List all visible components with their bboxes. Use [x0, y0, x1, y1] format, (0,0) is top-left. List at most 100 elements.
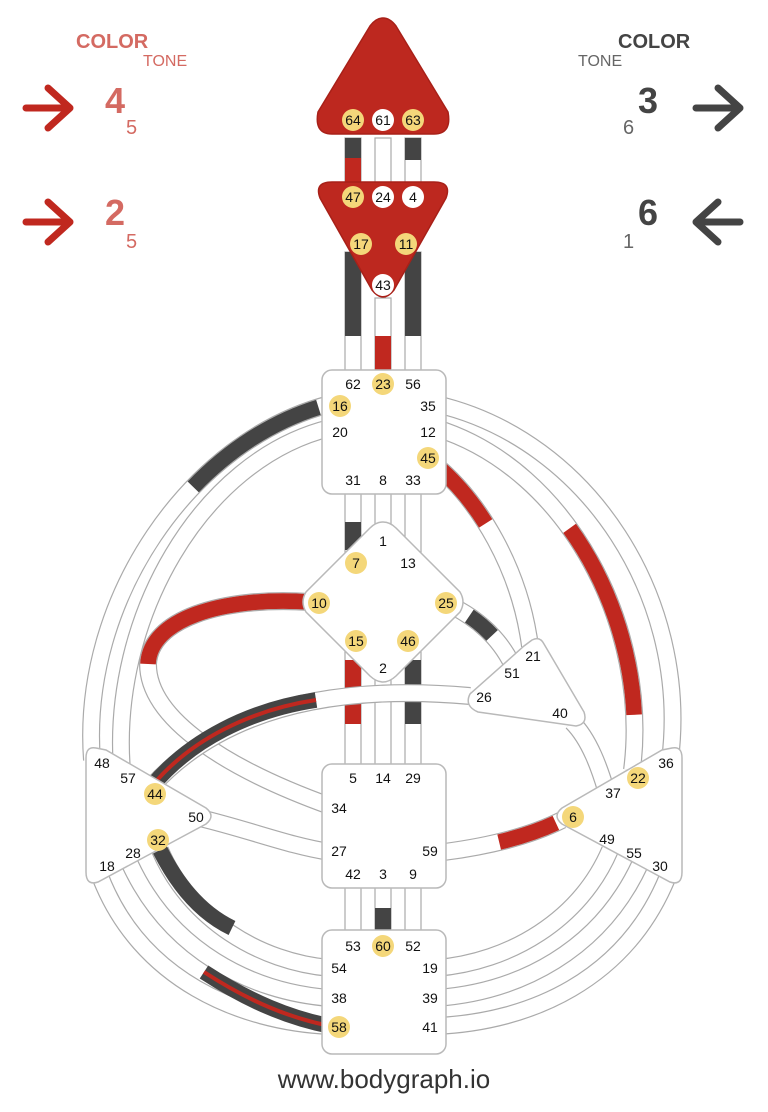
channel-63-4	[404, 137, 422, 189]
gate-53[interactable]: 53	[345, 938, 361, 954]
svg-text:39: 39	[422, 990, 438, 1006]
gate-64[interactable]: 64	[342, 109, 364, 131]
gate-24[interactable]: 24	[372, 186, 394, 208]
gate-50[interactable]: 50	[188, 809, 204, 825]
left-variables-panel: COLOR TONE 4 5 2 5	[22, 31, 187, 253]
gate-59[interactable]: 59	[422, 843, 438, 859]
spleen-center	[85, 746, 212, 884]
svg-text:59: 59	[422, 843, 438, 859]
solar-plexus-center	[556, 746, 683, 884]
gate-55[interactable]: 55	[626, 845, 642, 861]
svg-text:57: 57	[120, 770, 136, 786]
gate-32[interactable]: 32	[147, 829, 169, 851]
gate-28[interactable]: 28	[125, 845, 141, 861]
right-arrow-icon	[22, 84, 74, 132]
channel-44-26	[145, 684, 471, 793]
gate-44[interactable]: 44	[144, 783, 166, 805]
gate-4[interactable]: 4	[402, 186, 424, 208]
gate-7[interactable]: 7	[345, 552, 367, 574]
channel-61-24	[374, 137, 392, 189]
gate-14[interactable]: 14	[375, 770, 391, 786]
gate-11[interactable]: 11	[395, 233, 417, 255]
throat-center	[321, 369, 447, 495]
gate-33[interactable]: 33	[405, 472, 421, 488]
gate-19[interactable]: 19	[422, 960, 438, 976]
svg-text:61: 61	[375, 112, 391, 128]
gate-34[interactable]: 34	[331, 800, 347, 816]
gate-27[interactable]: 27	[331, 843, 347, 859]
gate-42[interactable]: 42	[345, 866, 361, 882]
gate-46[interactable]: 46	[397, 630, 419, 652]
gate-57[interactable]: 57	[120, 770, 136, 786]
channel-28-38	[121, 860, 331, 1007]
gate-41[interactable]: 41	[422, 1019, 438, 1035]
gate-62[interactable]: 62	[345, 376, 361, 392]
svg-text:11: 11	[399, 236, 414, 252]
gate-31[interactable]: 31	[345, 472, 361, 488]
gate-60[interactable]: 60	[372, 935, 394, 957]
right-bottom-tone-value: 1	[623, 231, 634, 253]
ego-center	[467, 637, 586, 727]
gate-39[interactable]: 39	[422, 990, 438, 1006]
gate-6[interactable]: 6	[562, 806, 584, 828]
gate-17[interactable]: 17	[350, 233, 372, 255]
gate-1[interactable]: 1	[379, 533, 387, 549]
gate-45[interactable]: 45	[417, 447, 439, 469]
svg-text:12: 12	[420, 424, 436, 440]
channel-3-60	[374, 883, 392, 935]
gate-43[interactable]: 43	[372, 274, 394, 296]
gate-61[interactable]: 61	[372, 109, 394, 131]
gate-38[interactable]: 38	[331, 990, 347, 1006]
gate-35[interactable]: 35	[420, 398, 436, 414]
svg-text:26: 26	[476, 689, 492, 705]
channel-32-54	[151, 846, 331, 977]
gate-21[interactable]: 21	[525, 648, 541, 664]
gate-8[interactable]: 8	[379, 472, 387, 488]
svg-text:31: 31	[345, 472, 361, 488]
svg-text:32: 32	[150, 832, 166, 848]
gate-16[interactable]: 16	[329, 395, 351, 417]
gate-20[interactable]: 20	[332, 424, 348, 440]
channel-17-62	[344, 251, 362, 377]
gate-2[interactable]: 2	[379, 660, 387, 676]
footer-url[interactable]: www.bodygraph.io	[277, 1064, 490, 1094]
svg-text:13: 13	[400, 555, 416, 571]
svg-text:10: 10	[311, 595, 327, 611]
gate-26[interactable]: 26	[476, 689, 492, 705]
gate-30[interactable]: 30	[652, 858, 668, 874]
svg-text:35: 35	[420, 398, 436, 414]
gate-9[interactable]: 9	[409, 866, 417, 882]
svg-text:1: 1	[379, 533, 387, 549]
gate-23[interactable]: 23	[372, 373, 394, 395]
gate-52[interactable]: 52	[405, 938, 421, 954]
channel-35-36	[433, 395, 682, 762]
gate-54[interactable]: 54	[331, 960, 347, 976]
gate-13[interactable]: 13	[400, 555, 416, 571]
gate-25[interactable]: 25	[435, 592, 457, 614]
gate-5[interactable]: 5	[349, 770, 357, 786]
gate-29[interactable]: 29	[405, 770, 421, 786]
svg-text:29: 29	[405, 770, 421, 786]
gate-37[interactable]: 37	[605, 785, 621, 801]
svg-text:27: 27	[331, 843, 347, 859]
gate-47[interactable]: 47	[342, 186, 364, 208]
gate-58[interactable]: 58	[328, 1016, 350, 1038]
gate-63[interactable]: 63	[402, 109, 424, 131]
gate-36[interactable]: 36	[658, 755, 674, 771]
gate-18[interactable]: 18	[99, 858, 115, 874]
left-arrow-icon	[692, 198, 744, 246]
gate-48[interactable]: 48	[94, 755, 110, 771]
gate-10[interactable]: 10	[308, 592, 330, 614]
gate-3[interactable]: 3	[379, 866, 387, 882]
svg-text:14: 14	[375, 770, 391, 786]
gate-12[interactable]: 12	[420, 424, 436, 440]
svg-text:37: 37	[605, 785, 621, 801]
gate-56[interactable]: 56	[405, 376, 421, 392]
right-bottom-color-value: 6	[638, 192, 658, 233]
gate-40[interactable]: 40	[552, 705, 568, 721]
gate-49[interactable]: 49	[599, 831, 615, 847]
gate-15[interactable]: 15	[345, 630, 367, 652]
gate-51[interactable]: 51	[504, 665, 520, 681]
gate-22[interactable]: 22	[627, 767, 649, 789]
channel-11-56	[404, 251, 422, 377]
